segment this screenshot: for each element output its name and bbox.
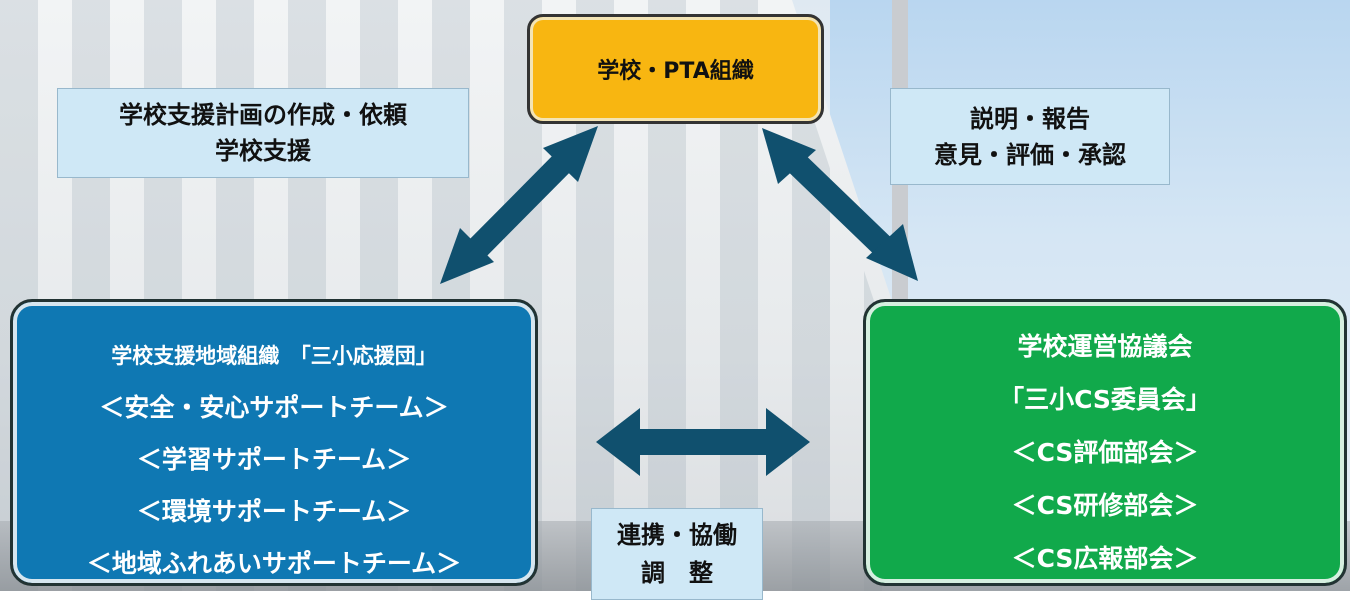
note-line: 学校支援計画の作成・依頼 (119, 101, 407, 129)
support-team-item: ＜環境サポートチーム＞ (136, 497, 412, 526)
school-pta-label: 学校・PTA組織 (597, 59, 754, 84)
school-pta-box: 学校・PTA組織 (527, 14, 824, 124)
support-team-item: ＜地域ふれあいサポートチーム＞ (86, 549, 462, 578)
note-cooperation: 連携・協働 調 整 (591, 508, 763, 600)
note-line: 意見・評価・承認 (934, 140, 1126, 169)
note-report-evaluation: 説明・報告 意見・評価・承認 (890, 88, 1170, 185)
note-line: 説明・報告 (970, 104, 1090, 133)
support-team-item: ＜安全・安心サポートチーム＞ (99, 393, 449, 422)
council-title: 学校運営協議会 (1017, 332, 1193, 361)
arrow-cooperation (596, 408, 810, 476)
council-division-item: ＜CS広報部会＞ (1011, 544, 1199, 573)
council-division-item: ＜CS研修部会＞ (1011, 491, 1199, 520)
arrow-school-to-council (762, 128, 918, 281)
support-organization-box: 学校支援地域組織 「三小応援団」 ＜安全・安心サポートチーム＞ ＜学習サポートチ… (10, 299, 538, 586)
note-school-support: 学校支援計画の作成・依頼 学校支援 (57, 88, 469, 178)
note-line: 連携・協働 (617, 521, 737, 549)
school-council-box: 学校運営協議会 「三小CS委員会」 ＜CS評価部会＞ ＜CS研修部会＞ ＜CS広… (863, 299, 1347, 586)
note-line: 学校支援 (215, 137, 311, 165)
arrow-school-to-support (440, 126, 598, 284)
support-team-item: ＜学習サポートチーム＞ (136, 445, 412, 474)
support-org-title: 学校支援地域組織 「三小応援団」 (111, 344, 437, 368)
council-subtitle: 「三小CS委員会」 (999, 385, 1211, 414)
note-line: 調 整 (641, 559, 713, 587)
council-division-item: ＜CS評価部会＞ (1011, 438, 1199, 467)
